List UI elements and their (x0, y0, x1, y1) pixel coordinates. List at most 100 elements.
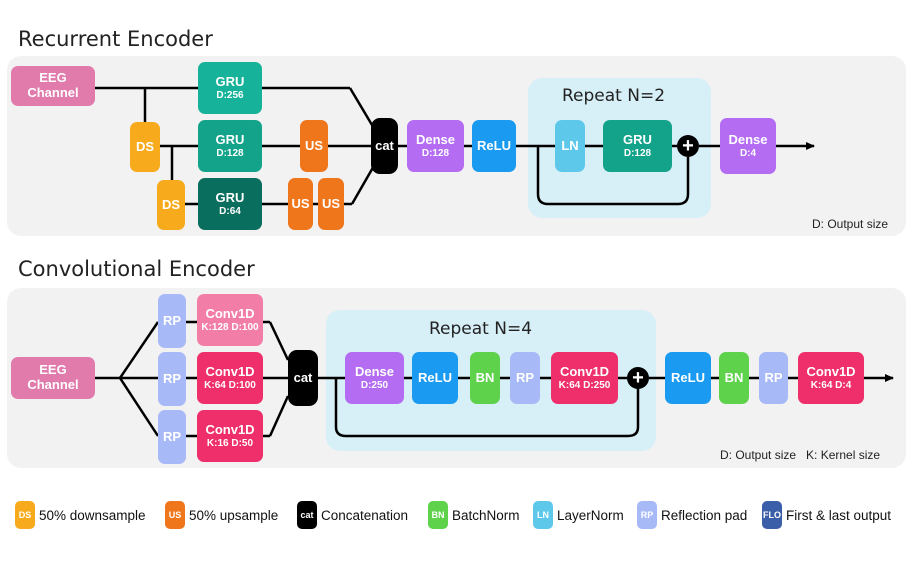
legend-label-first-last-output: First & last output (786, 507, 892, 523)
downsample-label-1: DS (135, 138, 155, 154)
upsample-label-1: US (304, 137, 324, 153)
recurrent-repeat-title: Repeat N=2 (562, 86, 666, 106)
repeat-gru-128-block: GRU D:128 (603, 120, 672, 172)
conv-eeg-input-line2: Channel (27, 377, 79, 392)
conv-relu-block: ReLU (665, 352, 711, 404)
repeat-gru-128-label: GRU (623, 131, 652, 147)
conv-batchnorm-label: BN (724, 369, 744, 385)
legend-item-downsample: DS 50% downsample (15, 500, 146, 530)
repeat-reflection-pad-label: RP (515, 369, 535, 385)
gru-64-block: GRU D:64 (198, 178, 262, 230)
recurrent-eeg-input: EEG Channel (11, 66, 95, 106)
recurrent-eeg-input-line1: EEG (39, 70, 67, 86)
legend-item-reflection-pad: RP Reflection pad (637, 500, 747, 530)
conv-concat-block: cat (288, 350, 318, 406)
reflection-pad-block-2: RP (158, 352, 186, 406)
recurrent-dense-128-label: Dense (415, 131, 456, 147)
upsample-block-3: US (318, 178, 344, 230)
repeat-batchnorm-block: BN (470, 352, 500, 404)
legend-swatch-us: US (165, 501, 185, 529)
repeat-conv1d-params: K:64 D:250 (558, 379, 611, 391)
legend-item-first-last-output: FLO First & last output (762, 500, 891, 530)
recurrent-dense-4-label: Dense (728, 131, 768, 147)
conv1d-k128-d100-block: Conv1D K:128 D:100 (197, 294, 263, 346)
conv-dense-250-size: D:250 (360, 379, 389, 391)
repeat-batchnorm-label: BN (475, 369, 495, 385)
conv-dense-250-block: Dense D:250 (345, 352, 404, 404)
legend-item-concatenation: cat Concatenation (297, 500, 408, 530)
conv-size-note: D: Output size K: Kernel size (720, 448, 881, 462)
gru-256-block: GRU D:256 (198, 62, 262, 114)
legend-swatch-bn: BN (428, 501, 448, 529)
conv1d-k128-params: K:128 D:100 (201, 321, 259, 333)
conv-relu-label: ReLU (671, 369, 705, 385)
gru-256-size: D:256 (216, 89, 244, 101)
upsample-label-2: US (291, 195, 310, 211)
repeat-conv1d-k64-d250-block: Conv1D K:64 D:250 (551, 352, 618, 404)
legend-label-upsample: 50% upsample (189, 507, 279, 523)
recurrent-eeg-input-line2: Channel (27, 85, 79, 100)
conv-eeg-input: EEG Channel (11, 357, 95, 399)
repeat-gru-128-size: D:128 (623, 147, 652, 159)
reflection-pad-block-3: RP (158, 410, 186, 464)
recurrent-dense-4-block: Dense D:4 (720, 118, 776, 174)
conv-eeg-input-line1: EEG (39, 362, 67, 378)
convolutional-encoder-title: Convolutional Encoder (18, 257, 255, 281)
legend-item-upsample: US 50% upsample (165, 500, 278, 530)
recurrent-concat-block: cat (371, 118, 398, 174)
legend-swatch-rp: RP (637, 501, 657, 529)
layernorm-block: LN (555, 120, 585, 172)
upsample-block-2: US (288, 178, 313, 230)
legend-label-reflection-pad: Reflection pad (661, 507, 748, 523)
conv1d-out-params: K:64 D:4 (810, 379, 852, 391)
reflection-pad-block-1: RP (158, 294, 186, 348)
downsample-block-2: DS (157, 180, 185, 230)
legend-label-batchnorm: BatchNorm (452, 507, 520, 523)
conv-concat-label: cat (293, 369, 313, 385)
legend-item-batchnorm: BN BatchNorm (428, 500, 520, 530)
repeat-relu-label: ReLU (418, 369, 452, 385)
conv1d-k16-d50-block: Conv1D K:16 D:50 (197, 410, 263, 462)
gru-128-block: GRU D:128 (198, 120, 262, 172)
recurrent-dense-4-size: D:4 (739, 147, 757, 159)
upsample-block-1: US (300, 120, 328, 172)
conv1d-k64-d4-block: Conv1D K:64 D:4 (798, 352, 864, 404)
repeat-conv1d-label: Conv1D (559, 363, 610, 379)
gru-128-size: D:128 (216, 147, 244, 159)
legend-swatch-ln: LN (533, 501, 553, 529)
recurrent-output-size-note: D: Output size (812, 217, 889, 231)
downsample-block-1: DS (130, 122, 160, 172)
recurrent-concat-label: cat (375, 137, 394, 153)
recurrent-dense-128-block: Dense D:128 (407, 120, 464, 172)
conv1d-k128-label: Conv1D (205, 305, 255, 321)
gru-256-label: GRU (215, 73, 245, 89)
downsample-label-2: DS (161, 196, 181, 212)
reflection-pad-label-3: RP (162, 428, 182, 444)
conv-residual-add-icon: + (627, 367, 649, 389)
legend-swatch-cat: cat (297, 501, 317, 529)
conv-reflection-pad-label: RP (764, 369, 783, 385)
recurrent-residual-add-icon: + (677, 135, 699, 157)
reflection-pad-label-1: RP (162, 312, 182, 328)
legend-swatch-flo: FLO (762, 501, 782, 529)
gru-64-size: D:64 (219, 205, 241, 217)
legend-label-layernorm: LayerNorm (557, 507, 624, 523)
conv1d-k16-params: K:16 D:50 (206, 437, 254, 449)
repeat-reflection-pad-block: RP (510, 352, 540, 404)
upsample-label-3: US (321, 195, 341, 211)
legend-label-concatenation: Concatenation (321, 507, 409, 523)
conv1d-out-label: Conv1D (806, 363, 856, 379)
layernorm-label: LN (561, 137, 579, 153)
reflection-pad-label-2: RP (162, 370, 182, 386)
convolutional-repeat-title: Repeat N=4 (429, 319, 533, 339)
gru-128-label: GRU (215, 131, 245, 147)
recurrent-encoder-title: Recurrent Encoder (18, 27, 213, 51)
conv1d-k64-d100-block: Conv1D K:64 D:100 (197, 352, 263, 404)
gru-64-label: GRU (215, 189, 245, 205)
recurrent-dense-128-size: D:128 (421, 147, 450, 159)
recurrent-relu-label: ReLU (477, 137, 511, 153)
conv-reflection-pad-block: RP (759, 352, 788, 404)
conv1d-k64-label: Conv1D (205, 363, 255, 379)
legend-swatch-ds: DS (15, 501, 35, 529)
recurrent-relu-block: ReLU (472, 120, 516, 172)
